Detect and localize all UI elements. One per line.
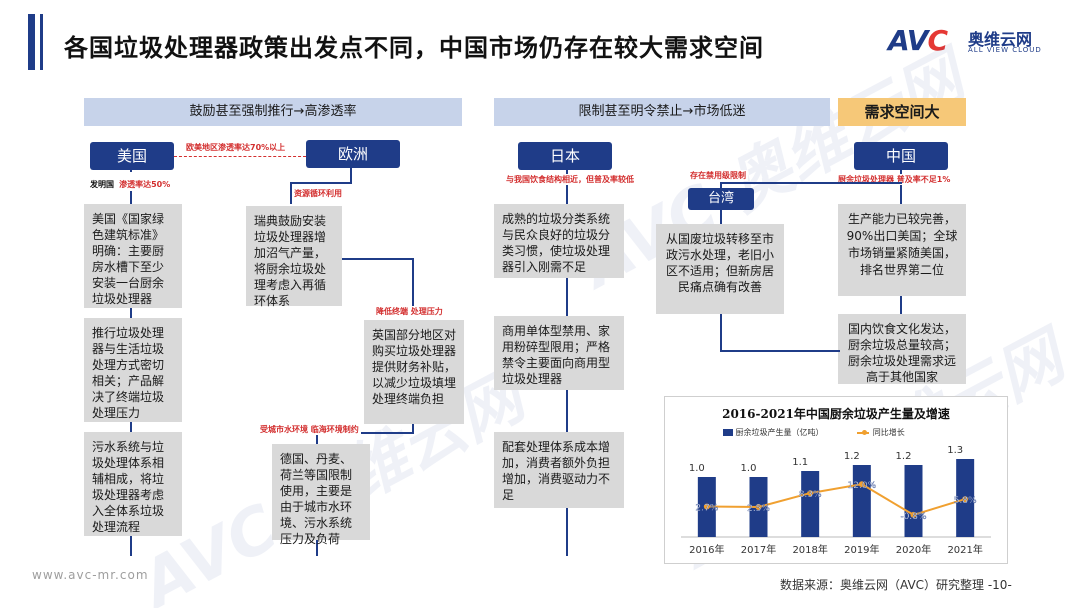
chart-bar — [801, 471, 820, 537]
legend-bar-label: 厨余垃圾产生量（亿吨） — [735, 428, 824, 437]
chart-growth-label: 8.3% — [799, 490, 822, 500]
chart-growth-label: 12.0% — [848, 481, 877, 491]
denmark-box: 德国、丹麦、荷兰等国限制使用，主要是由于城市水环境、污水系统压力及负荷 — [272, 444, 370, 546]
chart-growth-label: 2.5% — [747, 504, 770, 514]
china-tag: 厨余垃圾处理器 普及率不足1% — [836, 174, 953, 185]
sweden-uk-connector — [342, 258, 414, 260]
chart-growth-line — [706, 483, 966, 517]
country-japan: 日本 — [518, 142, 612, 170]
title-accent-bar — [28, 14, 35, 70]
chart-growth-label: -0.8% — [900, 512, 927, 522]
chart-growth-point — [910, 511, 917, 518]
chart-growth-label: 5.8% — [954, 496, 977, 506]
taiwan-china-connector — [720, 350, 840, 352]
header-restrict: 限制甚至明令禁止→市场低迷 — [494, 98, 830, 126]
usa-box-1: 美国《国家绿色建筑标准》明确：主要厨房水槽下至少安装一台厨余垃圾处理器 — [84, 204, 182, 308]
chart-x-tick: 2019年 — [844, 543, 879, 556]
chart-x-tick: 2018年 — [792, 543, 827, 556]
logo-en-text: ALL VIEW CLOUD — [968, 46, 1042, 54]
taiwan-tag: 存在禁用级限制 — [688, 170, 748, 181]
usa-box-2: 推行垃圾处理器与生活垃圾处理方式密切相关；产品解决了终端垃圾处理压力 — [84, 318, 182, 422]
chart-svg: 1.0 2016年 1.0 2017年 1.1 2018年 1.2 2019年 1.2 2020年… — [681, 445, 991, 556]
uk-stem — [412, 424, 414, 434]
europe-stem — [350, 168, 352, 184]
chart-bar-label: 1.0 — [689, 463, 705, 474]
china-taiwan-connector — [720, 182, 902, 184]
japan-box-2: 商用单体型禁用、家用粉碎型限用；严格禁令主要面向商用型垃圾处理器 — [494, 316, 624, 390]
usa-europe-link — [174, 156, 306, 157]
region-taiwan: 台湾 — [688, 188, 754, 210]
penetration-tag: 欧美地区渗透率达70%以上 — [186, 143, 286, 152]
country-europe: 欧洲 — [306, 140, 400, 168]
usa-tag: 发明国 渗透率达50% — [88, 172, 173, 191]
usa-box-3: 污水系统与垃圾处理体系相辅相成，将垃圾处理器考虑入全体系垃圾处理流程 — [84, 432, 182, 536]
japan-tag: 与我国饮食结构相近，但普及率较低 — [504, 174, 636, 185]
chart-growth-point — [703, 503, 710, 510]
chart-growth-point — [962, 496, 969, 503]
taiwan-box: 从国废垃圾转移至市政污水处理，老旧小区不适用；但新房居民痛点确有改善 — [656, 224, 784, 314]
country-usa: 美国 — [90, 142, 174, 170]
china-mid-stem — [900, 296, 902, 316]
chart-title: 2016-2021年中国厨余垃圾产生量及增速 — [722, 407, 950, 421]
chart-bar-label: 1.1 — [792, 457, 808, 468]
page-title: 各国垃圾处理器政策出发点不同，中国市场仍存在较大需求空间 — [64, 34, 764, 62]
europe-branch-down — [290, 182, 292, 204]
logo-mark: AVC — [888, 24, 948, 57]
chart-bar — [852, 465, 871, 537]
limit-tag: 受城市水环境 临海环境制约 — [258, 424, 361, 435]
chart-growth-point — [858, 481, 865, 488]
chart-x-tick: 2016年 — [689, 543, 724, 556]
chart-bar-label: 1.2 — [844, 451, 860, 462]
china-taiwan-drop — [720, 182, 722, 192]
uk-denmark-connector — [316, 432, 414, 434]
uk-box: 英国部分地区对购买垃圾处理器提供财务补贴，以减少垃圾填埋处理终端负担 — [364, 320, 464, 424]
china-box-2: 国内饮食文化发达，厨余垃圾总量较高；厨余垃圾处理需求远高于其他国家 — [838, 314, 966, 384]
chart-bar-label: 1.0 — [741, 463, 757, 474]
chart-bar-label: 1.3 — [947, 445, 963, 456]
header-encourage: 鼓励甚至强制推行→高渗透率 — [84, 98, 462, 126]
legend-line-label: 同比增长 — [872, 428, 905, 437]
chart-growth-point — [755, 504, 762, 510]
title-accent-bar-thin — [40, 14, 43, 70]
chart-bar-label: 1.2 — [896, 451, 912, 462]
chart-x-tick: 2021年 — [947, 543, 982, 556]
taiwan-stem — [720, 210, 722, 224]
europe-branch-left — [290, 182, 352, 184]
sweden-box: 瑞典鼓励安装垃圾处理器增加沼气产量，将厨余垃圾处理考虑入再循环体系 — [246, 206, 342, 308]
chart-x-tick: 2020年 — [896, 543, 931, 556]
avc-logo: AVC 奥维云网 ALL VIEW CLOUD — [888, 24, 1058, 60]
header-demand: 需求空间大 — [838, 98, 966, 126]
chart-bar — [904, 465, 923, 537]
chart-legend: 厨余垃圾产生量（亿吨） 同比增长 — [723, 427, 905, 438]
chart-x-tick: 2017年 — [741, 543, 776, 556]
chart-growth-point — [807, 490, 814, 497]
logo-cn-text: 奥维云网 — [968, 30, 1033, 49]
japan-box-1: 成熟的垃圾分类系统与民众良好的垃圾分类习惯，使垃圾处理器引入刚需不足 — [494, 204, 624, 278]
legend-bar-swatch — [723, 429, 733, 436]
taiwan-china-connector-down — [720, 314, 722, 352]
china-stem — [900, 170, 902, 206]
chart-panel: 2016-2021年中国厨余垃圾产生量及增速 厨余垃圾产生量（亿吨） 同比增长 … — [664, 396, 1008, 564]
country-china: 中国 — [854, 142, 948, 170]
pressure-tag: 降低终端 处理压力 — [374, 306, 445, 317]
footer-source: 数据来源：奥维云网（AVC）研究整理 -10- — [780, 578, 1012, 592]
japan-box-3: 配套处理体系成本增加，消费者额外负担增加，消费驱动力不足 — [494, 432, 624, 508]
resource-tag: 资源循环利用 — [292, 188, 344, 199]
sweden-uk-connector-down — [412, 258, 414, 312]
china-box-1: 生产能力已较完善，90%出口美国；全球市场销量紧随美国，排名世界第二位 — [838, 204, 966, 296]
chart-growth-label: 2.7% — [695, 504, 718, 514]
footer-url: www.avc-mr.com — [32, 568, 149, 582]
